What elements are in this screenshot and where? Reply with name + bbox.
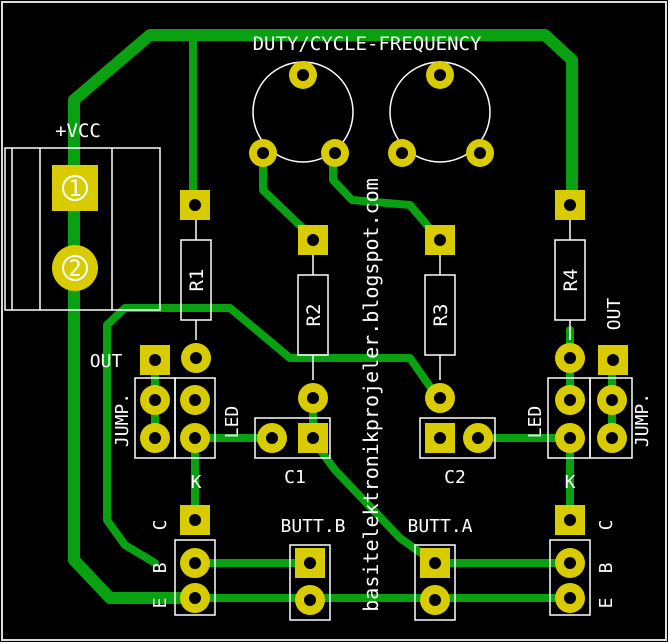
terminal-pin-2-label: 2: [68, 257, 81, 282]
transistor-left-outline: [174, 539, 216, 616]
c2-label: C2: [444, 467, 466, 488]
e-left-label: E: [150, 598, 171, 609]
e-right-label: E: [596, 598, 617, 609]
silkscreen-text: DUTY/CYCLE-FREQUENCY +VCC 1 2 R1 R2 R3 R…: [55, 33, 653, 612]
transistor-pads: [180, 505, 585, 613]
r2-label: R2: [303, 304, 325, 327]
cap-pads: [257, 423, 493, 453]
watermark-text: basitelektronikprojeler.blogspot.com: [359, 178, 383, 611]
terminal-pads: [52, 165, 98, 291]
led-right-label: LED: [525, 406, 546, 439]
c1-label: C1: [284, 467, 306, 488]
silkscreen-outlines: [4, 61, 633, 621]
c-right-label: C: [596, 520, 617, 531]
butt-b-label: BUTT.B: [280, 516, 345, 537]
out-left-label: OUT: [90, 351, 123, 372]
vcc-label: +VCC: [55, 120, 101, 142]
board-title: DUTY/CYCLE-FREQUENCY: [253, 33, 482, 55]
b-right-label: B: [596, 563, 617, 574]
c2-outline: [419, 417, 496, 459]
c1-outline: [254, 417, 331, 459]
k-left-label: K: [191, 472, 202, 493]
butt-a-outline: [414, 544, 456, 621]
pot-1-pads: [249, 61, 349, 167]
button-pads: [295, 548, 450, 615]
copper-traces: [68, 29, 616, 604]
trace-left-loop: [103, 304, 442, 567]
led-left-label: LED: [222, 406, 243, 439]
butt-b-outline: [289, 544, 331, 621]
jump-left-label: JUMP.: [112, 393, 133, 447]
terminal-pin-1-label: 1: [68, 177, 81, 202]
transistor-right-outline: [549, 539, 591, 616]
b-left-label: B: [150, 563, 171, 574]
resistor-pads: [180, 190, 585, 413]
right-header-pads: [555, 385, 627, 453]
butt-a-label: BUTT.A: [407, 516, 472, 537]
trace-pot2: [329, 151, 442, 242]
c-left-label: C: [150, 520, 171, 531]
out-pads: [140, 345, 628, 375]
jump-right-label: JUMP.: [632, 393, 653, 447]
r3-label: R3: [430, 304, 452, 327]
r4-label: R4: [560, 269, 582, 292]
left-header-pads: [140, 385, 210, 453]
terminal-block-outline: [4, 147, 161, 311]
jump-right-outline: [589, 377, 633, 459]
pads: [52, 61, 628, 615]
led-left-outline: [174, 377, 216, 459]
out-right-label: OUT: [604, 298, 625, 331]
pot-2-pads: [388, 61, 494, 167]
trace-gnd-left: [68, 264, 201, 604]
trace-top-loop: [68, 29, 578, 276]
r1-label: R1: [186, 269, 208, 292]
k-right-label: K: [565, 472, 576, 493]
